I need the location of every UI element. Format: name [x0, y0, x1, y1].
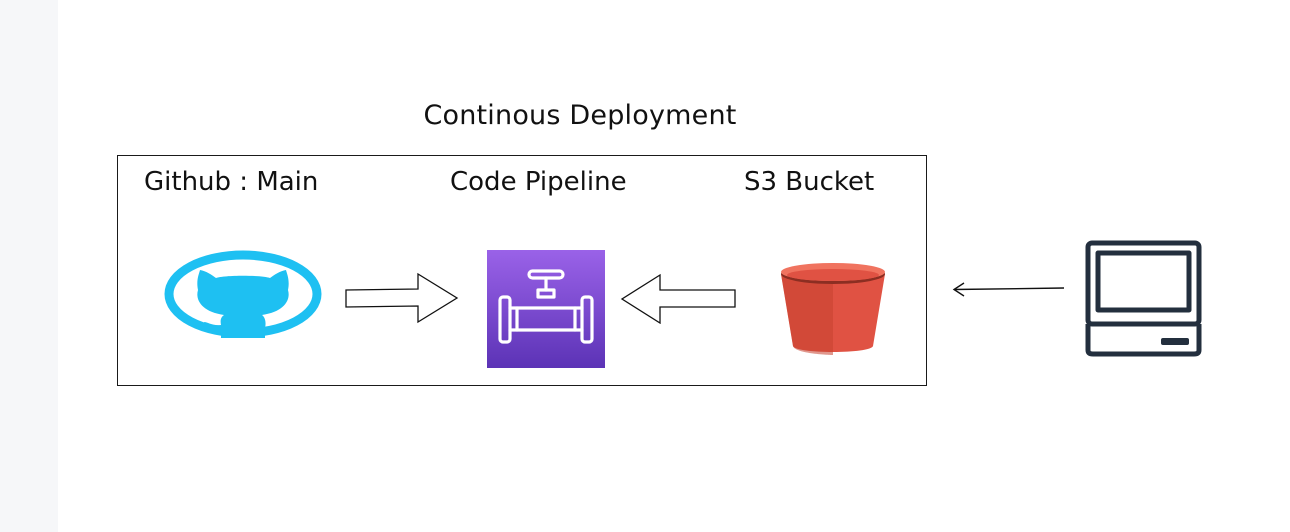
- s3-to-pipeline-arrow: [620, 272, 738, 324]
- client-to-s3-arrow: [950, 280, 1068, 300]
- left-sidebar-strip: [0, 0, 58, 532]
- deployment-group-frame: [117, 155, 927, 386]
- aws-codepipeline-icon: [487, 250, 605, 368]
- diagram-canvas: Continous Deployment Github : Main Code …: [58, 0, 1290, 532]
- diagram-title: Continous Deployment: [423, 100, 737, 131]
- github-octocat-icon: [164, 250, 322, 338]
- github-label: Github : Main: [144, 167, 319, 197]
- s3-bucket-label: S3 Bucket: [744, 167, 875, 197]
- code-pipeline-label: Code Pipeline: [450, 167, 627, 197]
- laptop-computer-icon: [1083, 238, 1203, 358]
- aws-s3-bucket-icon: [779, 262, 889, 356]
- github-to-pipeline-arrow: [344, 272, 460, 324]
